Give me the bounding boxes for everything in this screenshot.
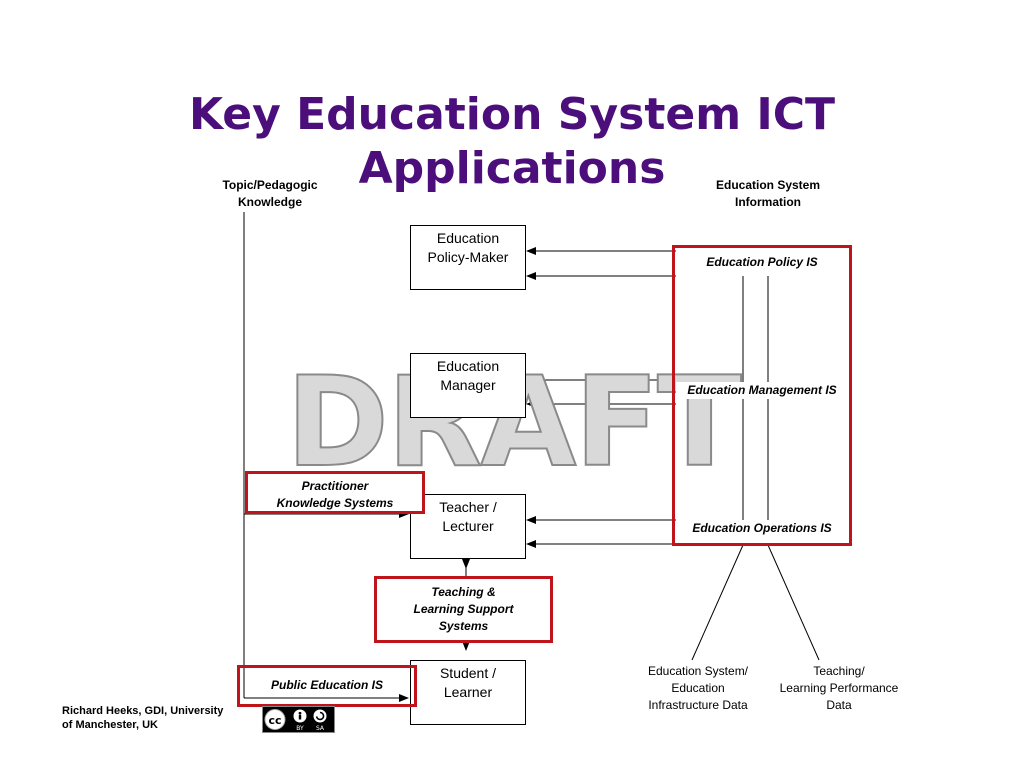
title-line-2: Applications (358, 143, 666, 194)
page-title: Key Education System ICT Applications (0, 88, 1024, 196)
practitioner-line-2: Knowledge Systems (276, 496, 394, 510)
credit-line-2: of Manchester, UK (62, 719, 158, 731)
creative-commons-license-icon: cc BY SA (262, 706, 335, 733)
practitioner-knowledge-systems-box: Practitioner Knowledge Systems (245, 471, 425, 514)
header-right-line-2: Information (735, 195, 801, 209)
infra-line-2: Education (671, 681, 725, 695)
policy-maker-line-1: Education (436, 230, 500, 246)
practitioner-line-1: Practitioner (301, 479, 369, 493)
performance-data-line (767, 544, 820, 661)
manager-line-1: Education (436, 358, 500, 374)
policy-is-label: Education Policy IS (676, 254, 848, 271)
education-system-is-outline (672, 245, 852, 546)
header-left-line-2: Knowledge (237, 195, 302, 209)
performance-data-label: Teaching/ Learning Performance Data (769, 663, 909, 714)
cc-by-label: BY (296, 725, 304, 732)
svg-text:cc: cc (268, 714, 281, 727)
infra-line-3: Infrastructure Data (648, 698, 748, 712)
policy-maker-box: Education Policy-Maker (410, 225, 526, 290)
infra-line-1: Education System/ (647, 664, 749, 678)
author-credit: Richard Heeks, GDI, University of Manche… (62, 704, 272, 732)
manager-box: Education Manager (410, 353, 526, 418)
manager-line-2: Manager (440, 377, 496, 393)
perf-line-2: Learning Performance (779, 681, 899, 695)
header-system-information: Education System Information (698, 177, 838, 211)
perf-line-1: Teaching/ (813, 664, 865, 678)
header-left-line-1: Topic/Pedagogic (222, 178, 318, 192)
infrastructure-data-label: Education System/ Education Infrastructu… (628, 663, 768, 714)
policy-maker-line-2: Policy-Maker (427, 249, 509, 265)
tlss-line-1: Teaching & (431, 585, 496, 599)
student-line-2: Learner (443, 684, 493, 700)
public-is-label: Public Education IS (270, 678, 383, 692)
cc-sa-label: SA (316, 725, 325, 732)
teacher-box: Teacher / Lecturer (410, 494, 526, 559)
public-education-is-box: Public Education IS (237, 665, 417, 707)
tlss-line-3: Systems (438, 619, 489, 633)
title-line-1: Key Education System ICT (188, 89, 836, 140)
credit-line-1: Richard Heeks, GDI, University (62, 705, 224, 717)
infrastructure-data-line (691, 544, 744, 661)
perf-line-3: Data (826, 698, 852, 712)
teacher-line-1: Teacher / (439, 499, 497, 515)
student-line-1: Student / (439, 665, 497, 681)
student-box: Student / Learner (410, 660, 526, 725)
teaching-learning-support-box: Teaching & Learning Support Systems (374, 576, 553, 643)
operations-is-label: Education Operations IS (676, 520, 848, 537)
header-topic-knowledge: Topic/Pedagogic Knowledge (205, 177, 335, 211)
teacher-line-2: Lecturer (442, 518, 494, 534)
tlss-line-2: Learning Support (413, 602, 514, 616)
management-is-label: Education Management IS (676, 382, 848, 399)
header-right-line-1: Education System (715, 178, 821, 192)
